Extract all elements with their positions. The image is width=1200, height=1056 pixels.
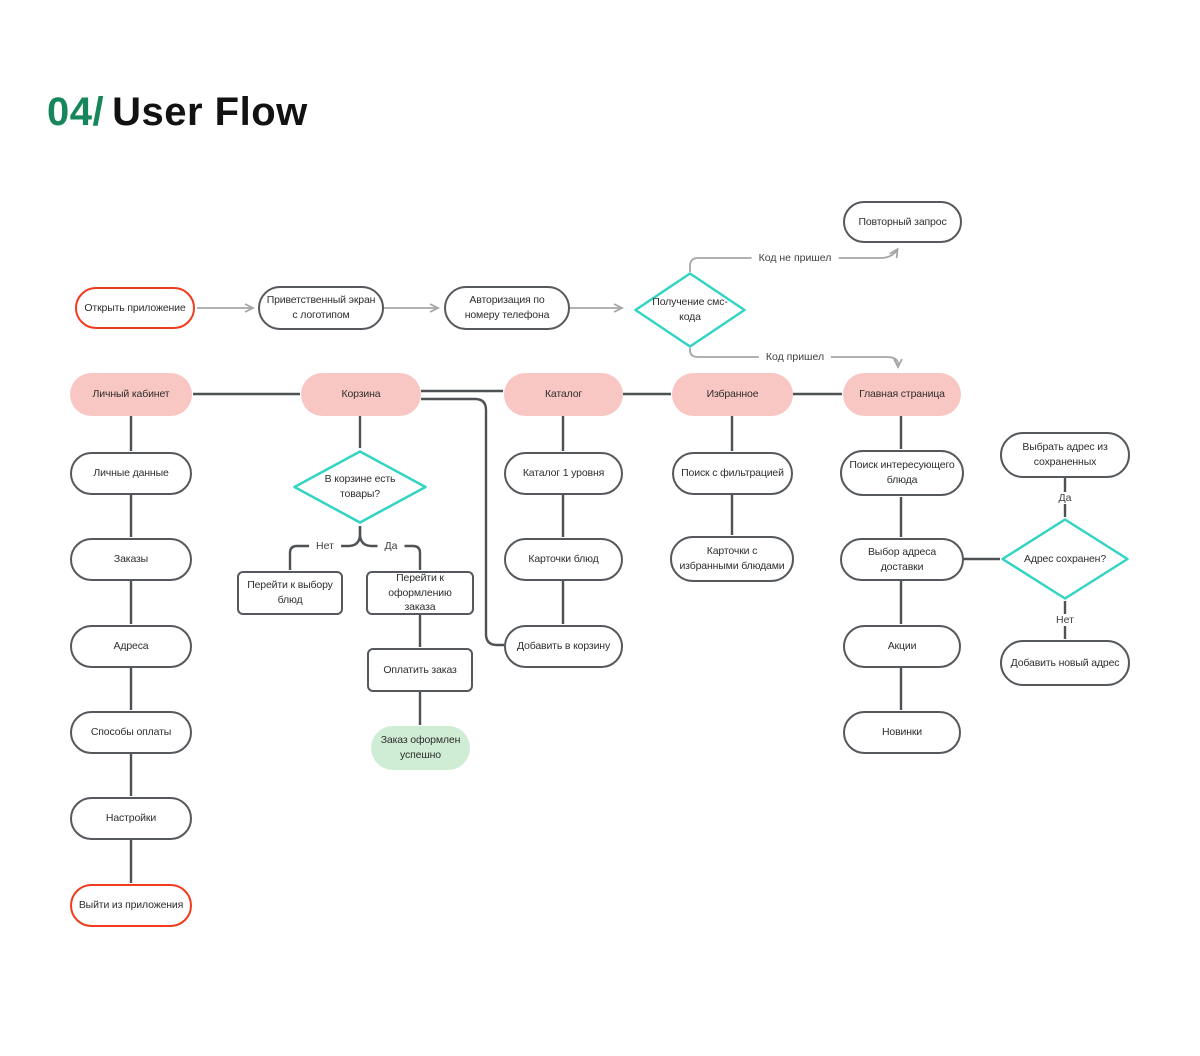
edge-label-code-received: Код пришел: [758, 351, 832, 363]
node-pay-order: Оплатить заказ: [367, 648, 473, 692]
edge-label-address-no: Нет: [1049, 614, 1081, 626]
node-new-items: Новинки: [843, 711, 961, 754]
diamond-shape: [1001, 518, 1129, 600]
node-add-new-address: Добавить новый адрес: [1000, 640, 1130, 686]
node-favorites: Избранное: [672, 373, 793, 416]
page-title-number: 04/: [47, 90, 105, 134]
decision-sms-code: Получение смс-кода: [633, 271, 747, 349]
node-choose-saved-address: Выбрать адрес из сохраненных: [1000, 432, 1130, 478]
diamond-shape: [293, 450, 427, 524]
node-filtered-search: Поиск с фильтрацией: [672, 452, 793, 495]
edge-label-code-not-received: Код не пришел: [751, 252, 839, 264]
node-main-page: Главная страница: [843, 373, 961, 416]
node-personal-account: Личный кабинет: [70, 373, 192, 416]
node-dish-search: Поиск интересующего блюда: [840, 450, 964, 496]
node-phone-auth: Авторизация по номеру телефона: [444, 286, 570, 330]
node-addresses: Адреса: [70, 625, 192, 668]
node-repeat-request: Повторный запрос: [843, 201, 962, 243]
decision-label: В корзине есть товары?: [324, 473, 396, 500]
decision-address-saved: Адрес сохранен?: [1000, 517, 1130, 601]
node-personal-data: Личные данные: [70, 452, 192, 495]
node-payment-methods: Способы оплаты: [70, 711, 192, 754]
node-settings: Настройки: [70, 797, 192, 840]
node-open-app: Открыть приложение: [75, 287, 195, 329]
node-promotions: Акции: [843, 625, 961, 668]
node-delivery-address: Выбор адреса доставки: [840, 538, 964, 581]
decision-label: Адрес сохранен?: [1023, 552, 1107, 565]
diamond-shape: [634, 272, 746, 348]
page-title: 04/User Flow: [47, 90, 308, 135]
node-go-to-checkout: Перейти к оформлению заказа: [366, 571, 474, 615]
node-catalog: Каталог: [504, 373, 623, 416]
decision-cart-has-items: В корзине есть товары?: [292, 449, 428, 525]
node-welcome-screen: Приветственный экран с логотипом: [258, 286, 384, 330]
node-add-to-cart: Добавить в корзину: [504, 625, 623, 668]
node-orders: Заказы: [70, 538, 192, 581]
edge-label-yes: Да: [377, 540, 405, 552]
edge-label-no: Нет: [309, 540, 341, 552]
node-favorite-dish-cards: Карточки с избранными блюдами: [670, 536, 794, 582]
page-title-text: User Flow: [112, 90, 308, 134]
decision-label: Получение смс-кода: [652, 296, 728, 323]
node-order-success: Заказ оформлен успешно: [371, 726, 470, 770]
node-dish-cards: Карточки блюд: [504, 538, 623, 581]
edge-label-address-yes: Да: [1051, 492, 1079, 504]
node-catalog-level1: Каталог 1 уровня: [504, 452, 623, 495]
node-cart: Корзина: [301, 373, 421, 416]
node-go-to-dishes: Перейти к выбору блюд: [237, 571, 343, 615]
node-logout: Выйти из приложения: [70, 884, 192, 927]
